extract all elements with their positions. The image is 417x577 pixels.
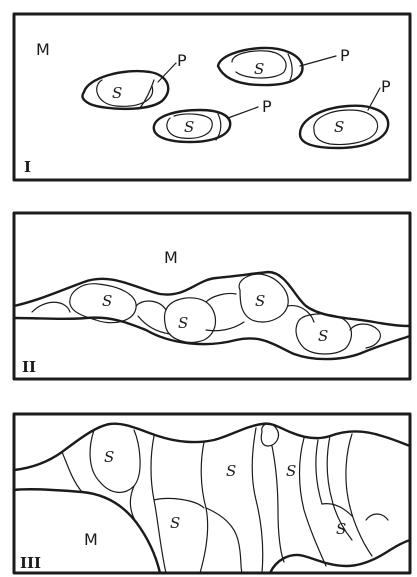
panel-2-frame — [14, 213, 410, 379]
panel-1-grain-2-label: S — [254, 60, 264, 78]
panel-1-matrix-label: M — [36, 40, 50, 59]
panel-1-numeral: I — [24, 158, 31, 176]
panel-2: M II S S S S — [14, 213, 410, 379]
panel-1-pointer-1-label: P — [177, 51, 187, 70]
panel-2-numeral: II — [22, 358, 36, 376]
panel-1-grain-4: S P — [300, 77, 391, 148]
panel-1-pointer-4-line — [368, 88, 380, 110]
panel-1-frame — [14, 14, 410, 180]
panel-1-grain-4-label: S — [334, 118, 344, 136]
panel-2-matrix-label: M — [164, 248, 178, 267]
panel-1-grain-1-label: S — [112, 84, 122, 102]
panel-3-grain-5-label: S — [336, 520, 346, 538]
panel-3-grain-2-label: S — [170, 514, 180, 532]
panel-1-pointer-2-label: P — [340, 46, 350, 65]
panel-1-pointer-1-line — [158, 63, 176, 82]
panel-2-grain-4-label: S — [318, 327, 328, 345]
panel-1-pointer-4-label: P — [381, 77, 391, 96]
panel-1-grain-3: S P — [154, 97, 272, 142]
panel-1-pointer-2-line — [300, 56, 336, 66]
panel-2-grain-band: S S S S — [14, 272, 410, 359]
panel-3-matrix-label: M — [84, 530, 98, 549]
panel-3-grain-1-label: S — [104, 448, 114, 466]
panel-2-grain-3-label: S — [255, 292, 265, 310]
panel-3-grain-3-label: S — [226, 462, 236, 480]
panel-3-grain-mass: S S S S S — [14, 424, 410, 573]
panel-1-pointer-3-label: P — [262, 97, 272, 116]
panel-3-grain-4-label: S — [286, 462, 296, 480]
panel-3-numeral: III — [20, 554, 41, 572]
panel-2-grain-2-label: S — [178, 314, 188, 332]
panel-1: M I S P S P S P — [14, 14, 410, 180]
panel-1-grain-1: S P — [82, 51, 187, 109]
panel-3: M III S S S — [14, 414, 410, 573]
panel-2-grain-1-label: S — [102, 292, 112, 310]
panel-1-grain-2: S P — [218, 46, 350, 85]
panel-1-pointer-3-line — [228, 107, 258, 118]
panel-1-grain-3-label: S — [184, 118, 194, 136]
